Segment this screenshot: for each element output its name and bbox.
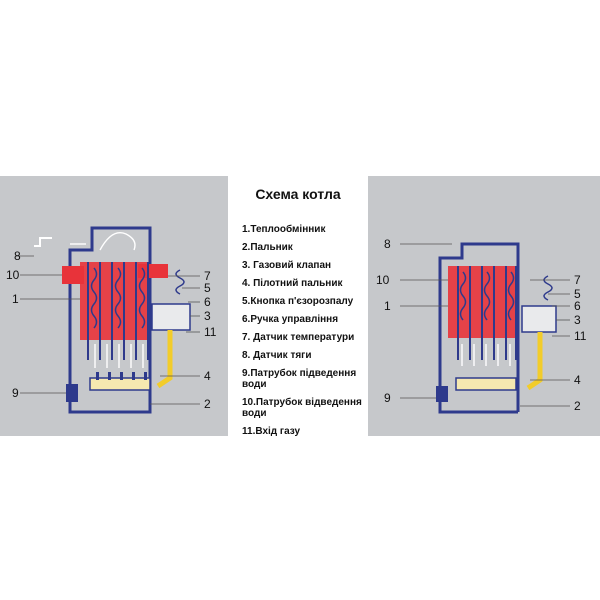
right-callout-2: 2 bbox=[574, 399, 581, 413]
left-callout-8: 8 bbox=[14, 249, 21, 263]
legend-item-6: 6.Ручка управління bbox=[242, 314, 339, 325]
legend-item-1: 1.Теплообмінник bbox=[242, 224, 326, 235]
right-boiler bbox=[400, 242, 570, 414]
right-callout-6: 6 bbox=[574, 299, 581, 313]
right-callout-7: 7 bbox=[574, 273, 581, 287]
legend-item-3: 3. Газовий клапан bbox=[242, 260, 332, 271]
legend-item-11: 11.Вхід газу bbox=[242, 426, 301, 437]
legend-list: 1.Теплообмінник 2.Пальник 3. Газовий кла… bbox=[242, 224, 367, 444]
diagram-title: Схема котла bbox=[255, 186, 341, 202]
right-callout-5: 5 bbox=[574, 287, 581, 301]
legend-item-7: 7. Датчик температури bbox=[242, 332, 355, 343]
legend-item-10: 10.Патрубок відведення води bbox=[242, 397, 362, 419]
right-callout-8: 8 bbox=[384, 237, 391, 251]
right-callout-9: 9 bbox=[384, 391, 391, 405]
right-callout-11: 11 bbox=[574, 329, 587, 343]
right-callout-4: 4 bbox=[574, 373, 581, 387]
left-boiler bbox=[15, 226, 200, 414]
left-callout-1: 1 bbox=[12, 292, 19, 306]
legend-item-5: 5.Кнопка п'єзорозпалу bbox=[242, 296, 354, 307]
legend-item-2: 2.Пальник bbox=[242, 242, 293, 253]
right-callout-3: 3 bbox=[574, 313, 581, 327]
left-callout-11: 11 bbox=[204, 325, 217, 339]
left-callout-9: 9 bbox=[12, 386, 19, 400]
right-callout-1: 1 bbox=[384, 299, 391, 313]
left-callout-5: 5 bbox=[204, 281, 211, 295]
left-callout-10: 10 bbox=[6, 268, 20, 282]
left-callout-7: 7 bbox=[204, 269, 211, 283]
legend-item-4: 4. Пілотний пальник bbox=[242, 278, 343, 289]
legend-panel: Схема котла 1.Теплообмінник 2.Пальник 3.… bbox=[228, 176, 368, 437]
right-callout-10: 10 bbox=[376, 273, 390, 287]
legend-item-8: 8. Датчик тяги bbox=[242, 350, 312, 361]
left-callout-4: 4 bbox=[204, 369, 211, 383]
left-callout-3: 3 bbox=[204, 309, 211, 323]
legend-item-9: 9.Патрубок підведення води bbox=[242, 368, 357, 390]
left-callout-6: 6 bbox=[204, 295, 211, 309]
left-callout-2: 2 bbox=[204, 397, 211, 411]
